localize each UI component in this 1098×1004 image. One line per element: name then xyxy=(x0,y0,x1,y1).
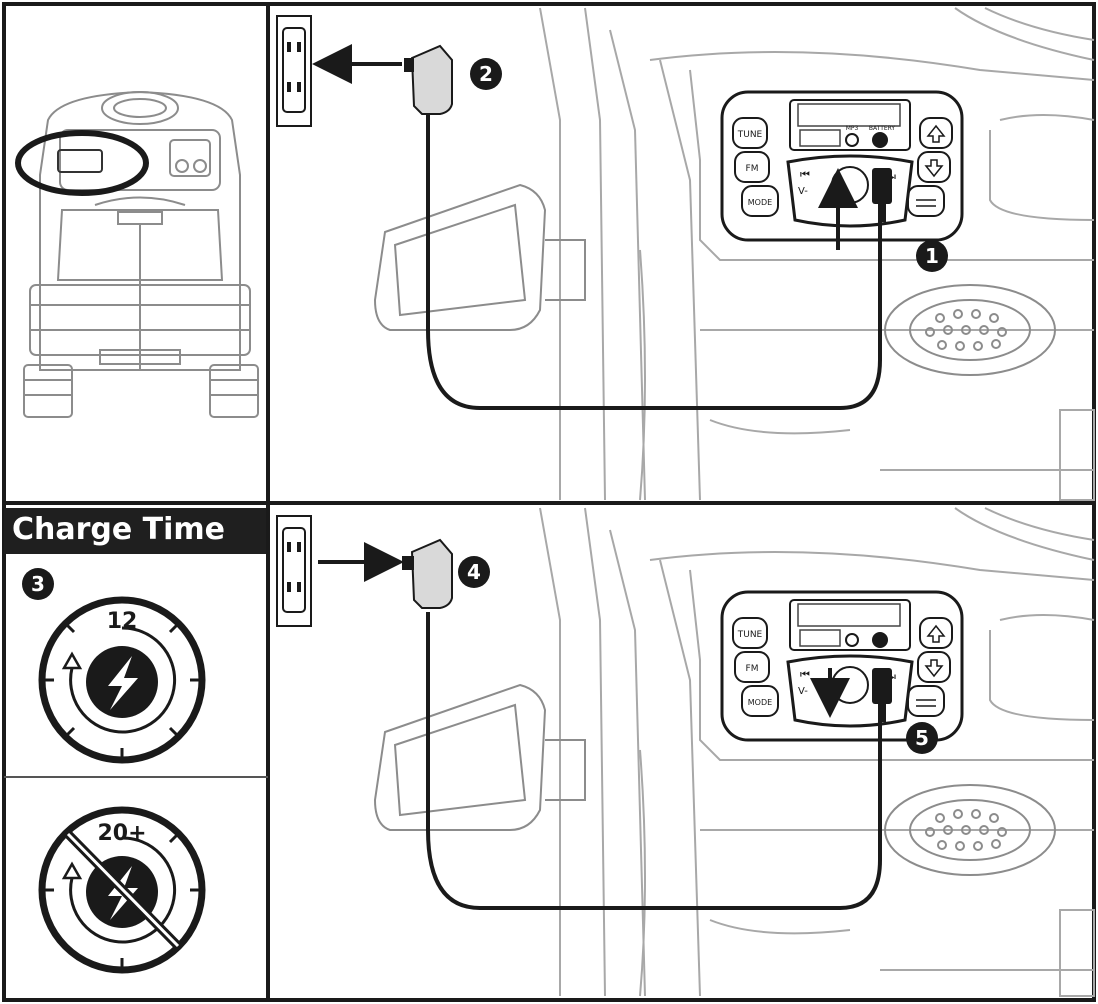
panel-mode-label-bottom: MODE xyxy=(748,698,772,707)
speaker-grille-top xyxy=(884,284,1056,376)
car-body-bottom xyxy=(539,507,1095,997)
panel-tune-label-bottom: TUNE xyxy=(737,630,763,640)
svg-text:1: 1 xyxy=(925,244,939,268)
clock-20-plus-prohibited: 20+ xyxy=(38,806,206,974)
panel-fm-label-bottom: FM xyxy=(746,664,759,674)
charger-cable-top xyxy=(426,112,882,410)
step-marker-1: 1 xyxy=(916,240,948,272)
panel-mp3-label: MP3 xyxy=(846,125,859,132)
charger-cable-bottom xyxy=(426,612,882,910)
svg-text:3: 3 xyxy=(31,572,45,596)
panel-fm-button xyxy=(734,151,770,183)
side-mirror-bottom xyxy=(373,683,586,831)
car-thumbnail xyxy=(23,90,259,418)
side-mirror-top xyxy=(373,183,586,331)
charger-adapter-top xyxy=(404,44,453,115)
wall-outlet-top xyxy=(276,15,312,127)
panel-tune-label: TUNE xyxy=(737,130,763,140)
charger-adapter-bottom xyxy=(402,538,453,609)
thumbnail-highlight-ellipse xyxy=(15,130,149,196)
panel-eq-button xyxy=(907,185,945,217)
svg-text:2: 2 xyxy=(479,62,493,86)
plug-removed-bottom xyxy=(872,668,892,722)
panel-mode-button xyxy=(741,185,779,217)
panel-fm-label: FM xyxy=(746,164,759,174)
panel-up-button xyxy=(919,117,953,149)
radio-panel-top: MP3 BATTERY TUNE FM MODE ⏮ V- ⏭ xyxy=(720,90,964,242)
panel-vol-label: V- xyxy=(798,186,808,197)
clock-20-plus-label: 20+ xyxy=(97,821,146,846)
step-marker-4: 4 xyxy=(458,556,490,588)
panel-mode-label: MODE xyxy=(748,198,772,207)
panel-prev-icon: ⏮ xyxy=(800,168,810,181)
svg-text:5: 5 xyxy=(915,726,929,750)
step-marker-5: 5 xyxy=(906,722,938,754)
charge-time-title: Charge Time xyxy=(12,512,226,547)
wall-outlet-bottom xyxy=(276,515,312,627)
charge-time-header-bar xyxy=(4,508,266,554)
panel-vol-label-bottom: V- xyxy=(798,686,808,697)
step-marker-2: 2 xyxy=(470,58,502,90)
clock-12-label: 12 xyxy=(107,609,138,634)
car-body-top xyxy=(539,7,1095,501)
panel-prev-icon-bottom: ⏮ xyxy=(800,668,810,681)
radio-panel-bottom: TUNE FM MODE ⏮ V- ⏭ xyxy=(720,590,964,742)
panel-tune-button xyxy=(732,117,768,149)
panel-battery-label: BATTERY xyxy=(869,125,896,132)
panel-center-dial xyxy=(786,154,914,228)
speaker-grille-bottom xyxy=(884,784,1056,876)
step-marker-3: 3 xyxy=(22,568,54,600)
clock-12-hours: 12 xyxy=(38,596,206,764)
lightning-icon xyxy=(108,656,138,710)
svg-text:4: 4 xyxy=(467,560,481,584)
thumbnail-radio-unit xyxy=(57,149,103,173)
plug-inserted-top xyxy=(872,168,892,222)
panel-down-button xyxy=(917,151,951,183)
